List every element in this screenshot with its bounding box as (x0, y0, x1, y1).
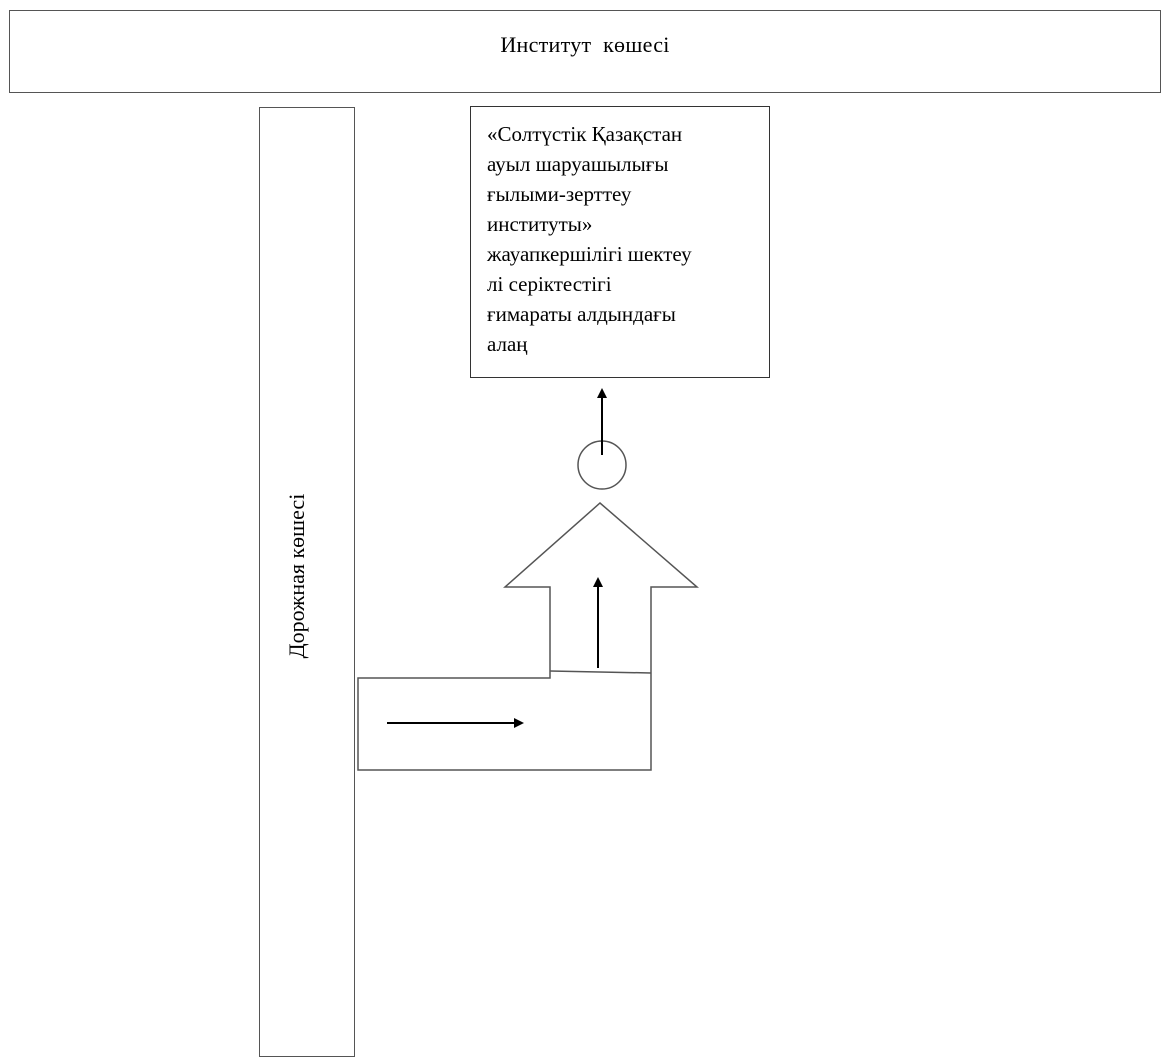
destination-line: ғимараты алдындағы (487, 302, 676, 326)
driveway-inner-line (549, 670, 652, 674)
destination-line: жауапкершілігі шектеу (487, 242, 692, 266)
destination-line: «Солтүстік Қазақстан (487, 122, 683, 146)
institut-street: Институт көшесі (9, 10, 1161, 93)
institut-street-label: Институт көшесі (500, 31, 670, 57)
destination-line: лі серіктестігі (487, 272, 612, 296)
entrance-driveway-shape (357, 502, 700, 771)
destination-box: «Солтүстік Қазақстан ауыл шаруашылығы ғы… (470, 106, 770, 378)
destination-line: институты» (487, 212, 593, 236)
destination-line: ауыл шаруашылығы (487, 152, 669, 176)
destination-line: ғылыми-зерттеу (487, 182, 632, 206)
destination-line: алаң (487, 332, 528, 356)
